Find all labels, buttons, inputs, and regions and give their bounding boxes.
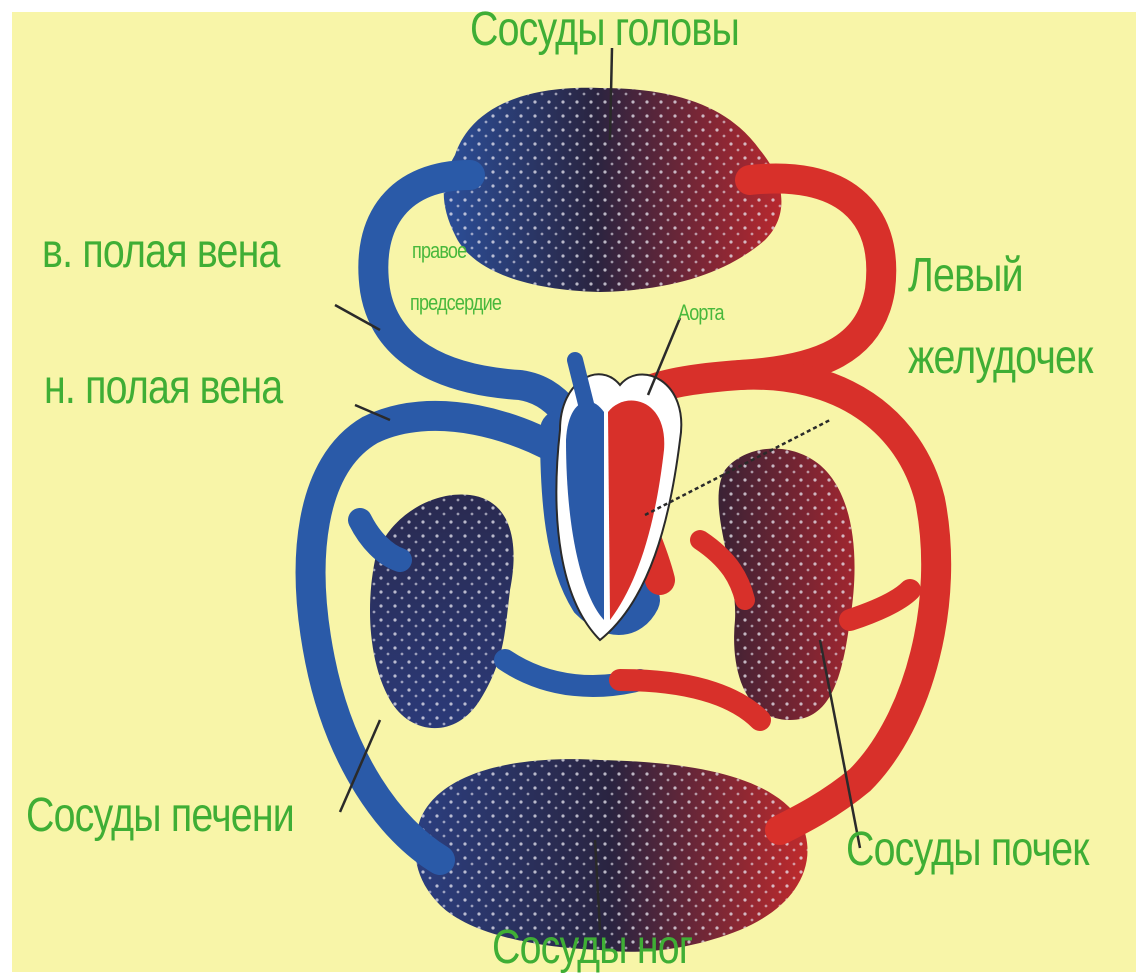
label-leg-vessels: Сосуды ног — [492, 920, 692, 975]
label-right-atrium-1: правое — [412, 238, 466, 264]
label-aorta: Аорта — [678, 300, 724, 326]
label-left-ventricle-1: Левый — [908, 248, 1023, 303]
label-lower-vena-cava: н. полая вена — [44, 360, 282, 415]
label-left-ventricle-2: желудочек — [908, 330, 1092, 385]
label-liver-vessels: Сосуды печени — [26, 788, 294, 843]
liver-capillary-bed — [370, 494, 514, 728]
label-kidney-vessels: Сосуды почек — [846, 822, 1089, 877]
heart — [556, 360, 681, 640]
label-head-vessels: Сосуды головы — [470, 2, 739, 57]
label-upper-vena-cava: в. полая вена — [42, 224, 280, 279]
head-capillary-bed — [444, 88, 782, 292]
label-right-atrium-2: предсердие — [410, 290, 501, 316]
